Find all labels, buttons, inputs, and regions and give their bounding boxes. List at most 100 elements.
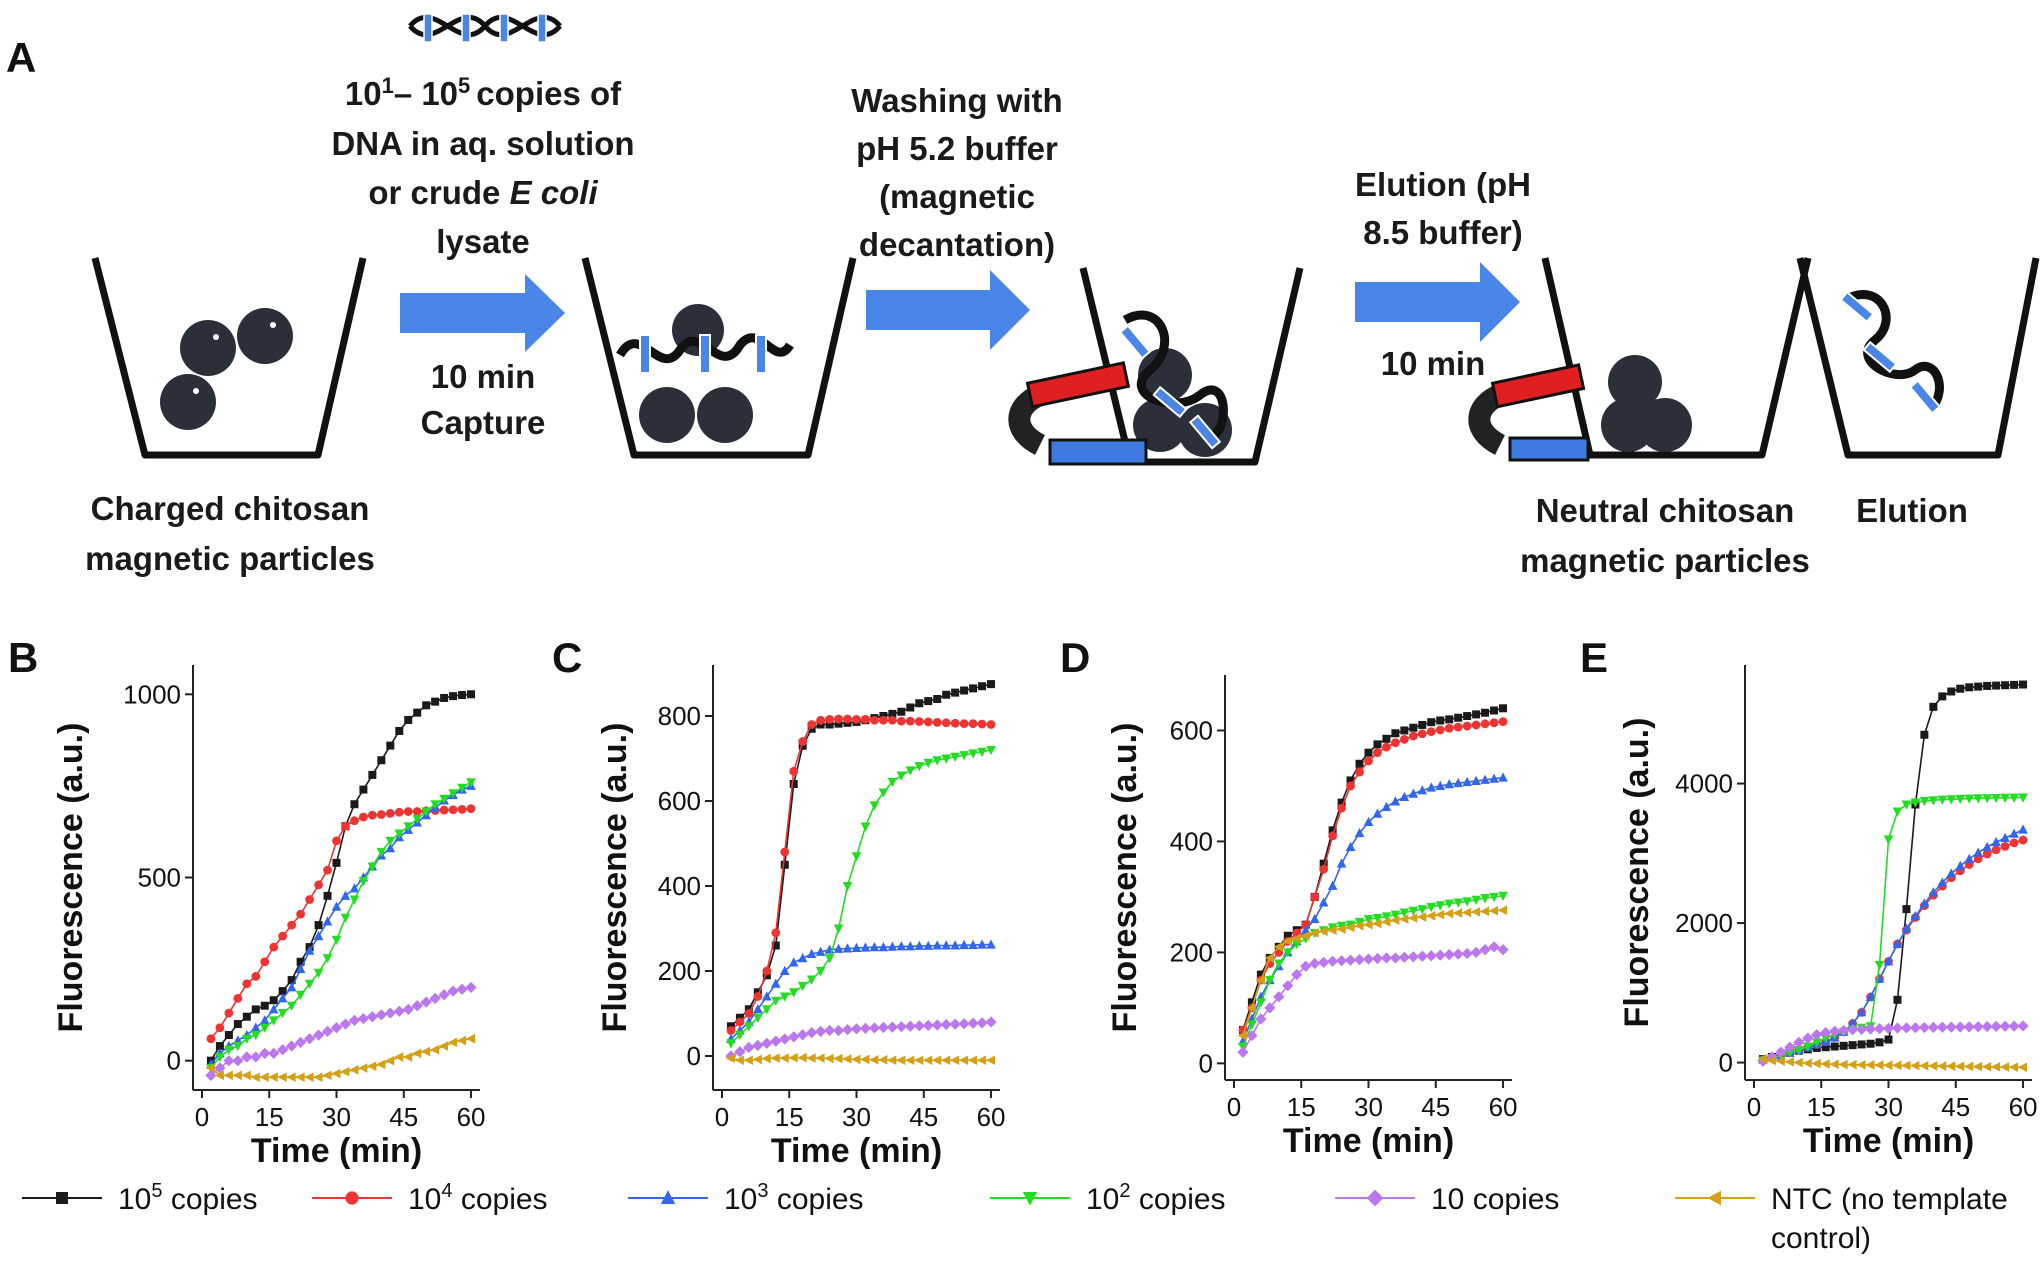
data-point [1345, 922, 1355, 933]
series-6 [205, 1033, 476, 1082]
series-line [1242, 909, 1504, 1036]
data-point [851, 942, 862, 953]
washing-label-line2: pH 5.2 buffer [856, 130, 1058, 167]
data-point [798, 737, 808, 746]
data-point [2009, 838, 2019, 848]
data-point [2017, 1062, 2028, 1073]
data-point [331, 901, 342, 911]
data-point [1954, 1021, 1966, 1033]
data-point [959, 719, 969, 729]
data-point [1499, 704, 1508, 713]
series-2 [726, 714, 996, 1035]
data-point [914, 1055, 924, 1066]
data-point [753, 992, 763, 1001]
data-point [1256, 970, 1265, 979]
data-point [1956, 684, 1965, 693]
data-point [268, 1047, 280, 1059]
data-point [949, 1055, 960, 1066]
data-point [1399, 734, 1409, 744]
legend-label: 103 copies [724, 1180, 864, 1216]
data-point [860, 942, 871, 952]
data-point [1426, 782, 1437, 792]
data-point [296, 909, 306, 919]
data-point [1454, 713, 1463, 722]
tube-elution [1796, 257, 2040, 459]
data-point [951, 688, 960, 697]
data-point [1873, 1023, 1886, 1035]
data-point [1344, 954, 1357, 966]
data-point [1461, 947, 1473, 960]
data-point [313, 968, 324, 978]
input-label-10b: – 10 [394, 75, 458, 112]
data-point [456, 1035, 467, 1046]
data-point [851, 852, 862, 862]
data-point [985, 1016, 997, 1028]
data-point [412, 1048, 422, 1059]
data-point [940, 1055, 951, 1066]
data-point [376, 847, 387, 858]
x-axis-label: Time (min) [1283, 1122, 1454, 1160]
data-point [1434, 949, 1446, 961]
data-point [1300, 930, 1310, 941]
data-point [224, 1031, 233, 1040]
data-point [1991, 845, 2001, 855]
data-point [1946, 1061, 1956, 1071]
data-point [942, 690, 951, 699]
data-point [1856, 1059, 1866, 1070]
data-point [1399, 791, 1410, 802]
data-point [1382, 734, 1391, 743]
legend-label-line2: control) [1771, 1222, 1871, 1255]
legend-item-5: 10 copies [1335, 1183, 1559, 1216]
data-point [1928, 1061, 1938, 1071]
data-point [1480, 894, 1490, 904]
data-point [743, 1055, 753, 1066]
data-point [1937, 795, 1948, 805]
dna-helix-icon [408, 13, 562, 43]
data-point [1848, 1041, 1857, 1050]
data-point [1328, 831, 1338, 841]
data-point [250, 1072, 260, 1082]
data-point [314, 880, 323, 890]
data-point [1246, 1003, 1256, 1013]
data-point [350, 800, 359, 809]
data-point [1444, 908, 1454, 919]
data-point [429, 1044, 440, 1055]
data-point [250, 1031, 261, 1041]
data-point [770, 978, 781, 988]
data-point [1436, 716, 1445, 725]
data-point [1398, 951, 1410, 963]
data-point [1453, 722, 1463, 732]
data-point [1470, 907, 1481, 917]
y-tick-label: 1000 [123, 679, 181, 709]
data-point [1479, 906, 1490, 917]
data-point [376, 1059, 386, 1070]
washing-label-line3: (magnetic [879, 178, 1035, 215]
data-point [303, 1033, 316, 1045]
data-point [2008, 1062, 2019, 1072]
x-tick-label: 60 [1489, 1092, 1518, 1122]
data-point [1820, 1059, 1830, 1069]
y-axis-label: Fluorescence (a.u.) [596, 723, 634, 1033]
data-point [1389, 952, 1402, 964]
particle [180, 320, 236, 376]
data-point [385, 1055, 395, 1066]
data-point [1373, 740, 1382, 749]
data-point [1355, 767, 1364, 777]
data-point [367, 862, 378, 872]
data-point [1793, 1036, 1805, 1048]
elution-step-line2: 8.5 buffer) [1363, 214, 1523, 251]
x-tick-label: 15 [255, 1102, 284, 1132]
data-point [1883, 956, 1894, 966]
data-point [375, 1009, 387, 1021]
data-point [977, 747, 987, 757]
input-label-lysate: lysate [436, 223, 530, 260]
data-point [1498, 891, 1508, 902]
data-point [806, 975, 817, 985]
data-point [1310, 892, 1320, 902]
data-point [332, 836, 341, 846]
data-point [735, 1017, 745, 1027]
data-point [313, 1072, 323, 1082]
data-point [1893, 995, 1902, 1004]
data-point [1282, 936, 1292, 947]
